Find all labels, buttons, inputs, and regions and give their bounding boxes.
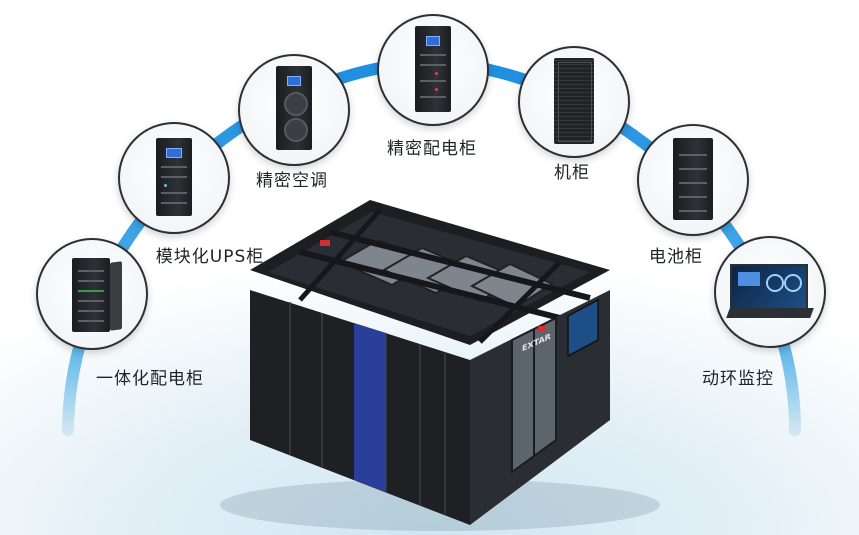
node-label-integrated-pdu: 一体化配电柜 — [96, 369, 204, 389]
node-monitoring[interactable] — [714, 236, 826, 348]
node-modular-ups[interactable] — [118, 122, 230, 234]
node-label-battery: 电池柜 — [649, 247, 703, 267]
node-label-monitoring: 动环监控 — [702, 369, 774, 389]
node-label-precision-ac: 精密空调 — [256, 171, 328, 191]
node-rack[interactable] — [518, 46, 630, 158]
node-precision-pdu[interactable] — [377, 14, 489, 126]
node-label-precision-pdu: 精密配电柜 — [387, 139, 477, 159]
node-precision-ac[interactable] — [238, 54, 350, 166]
node-label-rack: 机柜 — [554, 163, 590, 183]
node-battery[interactable] — [637, 124, 749, 236]
node-integrated-pdu[interactable] — [36, 238, 148, 350]
node-label-modular-ups: 模块化UPS柜 — [155, 247, 265, 267]
